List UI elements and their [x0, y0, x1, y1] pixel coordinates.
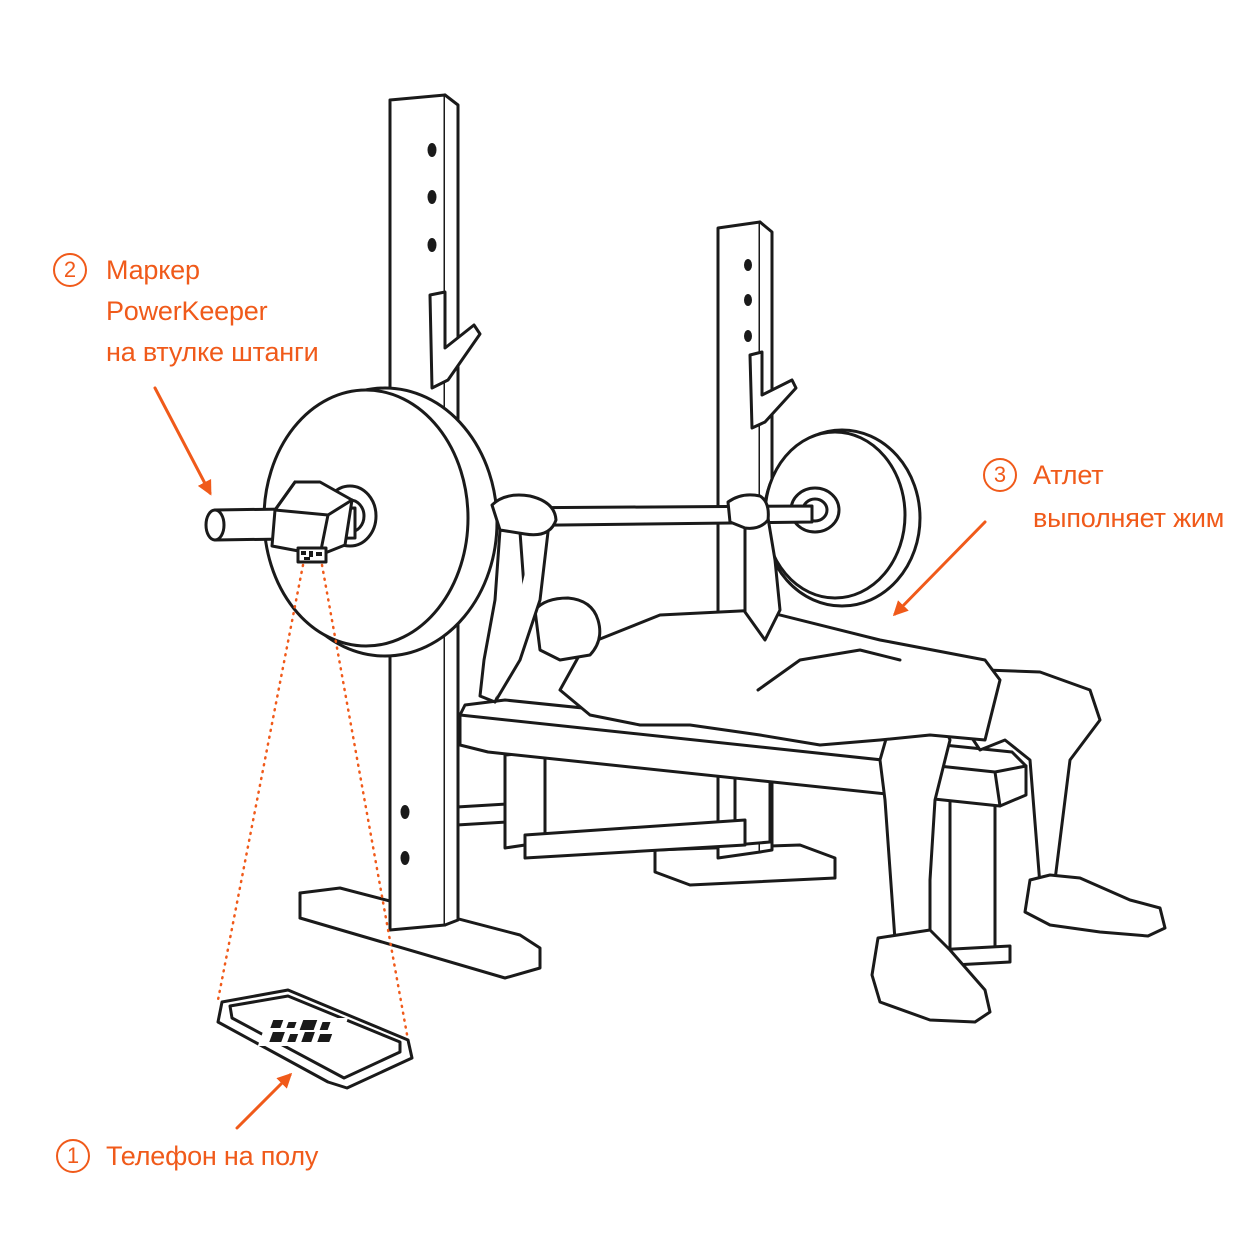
athlete: [478, 493, 1167, 1024]
callout-3-line-2: выполняет жим: [1033, 503, 1225, 533]
callout-1-number: 1: [56, 1139, 90, 1173]
arrow-to-marker: [153, 386, 212, 496]
callout-3-number: 3: [983, 458, 1017, 492]
phone: [216, 988, 414, 1090]
arrow-to-phone: [235, 1072, 293, 1130]
callout-2-number: 2: [53, 253, 87, 287]
callout-2-line-1: Маркер: [106, 255, 200, 285]
callout-2-line-2: PowerKeeper: [106, 296, 268, 326]
callout-3-line-1: Атлет: [1033, 460, 1104, 490]
callout-1-text: Телефон на полу: [106, 1141, 319, 1171]
arrow-to-athlete: [892, 520, 987, 617]
callout-2-line-3: на втулке штанги: [106, 337, 319, 367]
powerkeeper-marker: [270, 480, 354, 564]
